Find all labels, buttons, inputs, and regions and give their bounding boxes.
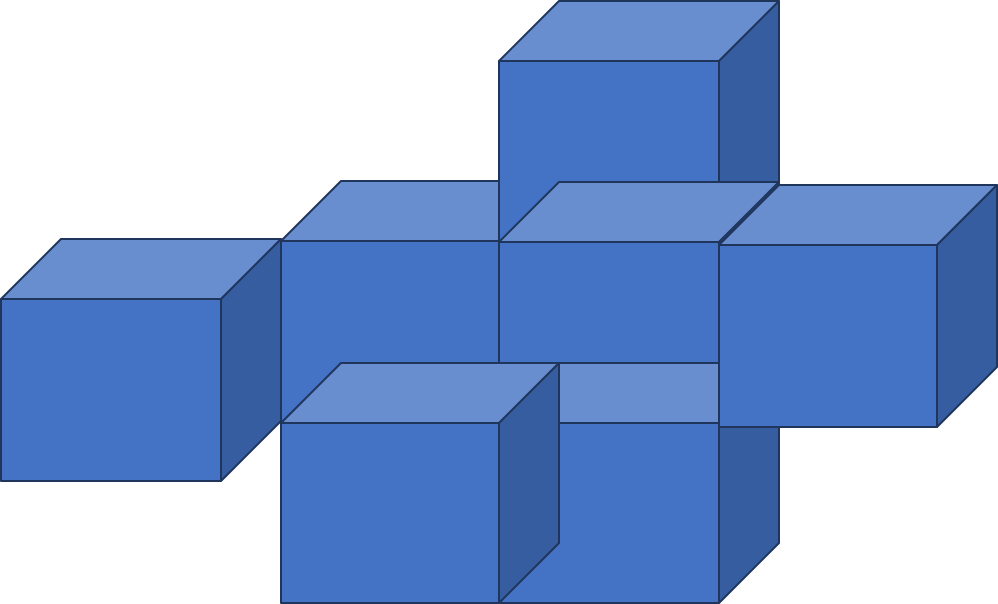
cube-right-front-face: [718, 244, 938, 428]
cube-bottom-left: [280, 362, 560, 604]
cube-bottom-left-front-face: [280, 422, 500, 604]
cube-left: [0, 238, 282, 482]
cube-left-front-face: [0, 298, 222, 482]
cube-right: [718, 184, 998, 428]
